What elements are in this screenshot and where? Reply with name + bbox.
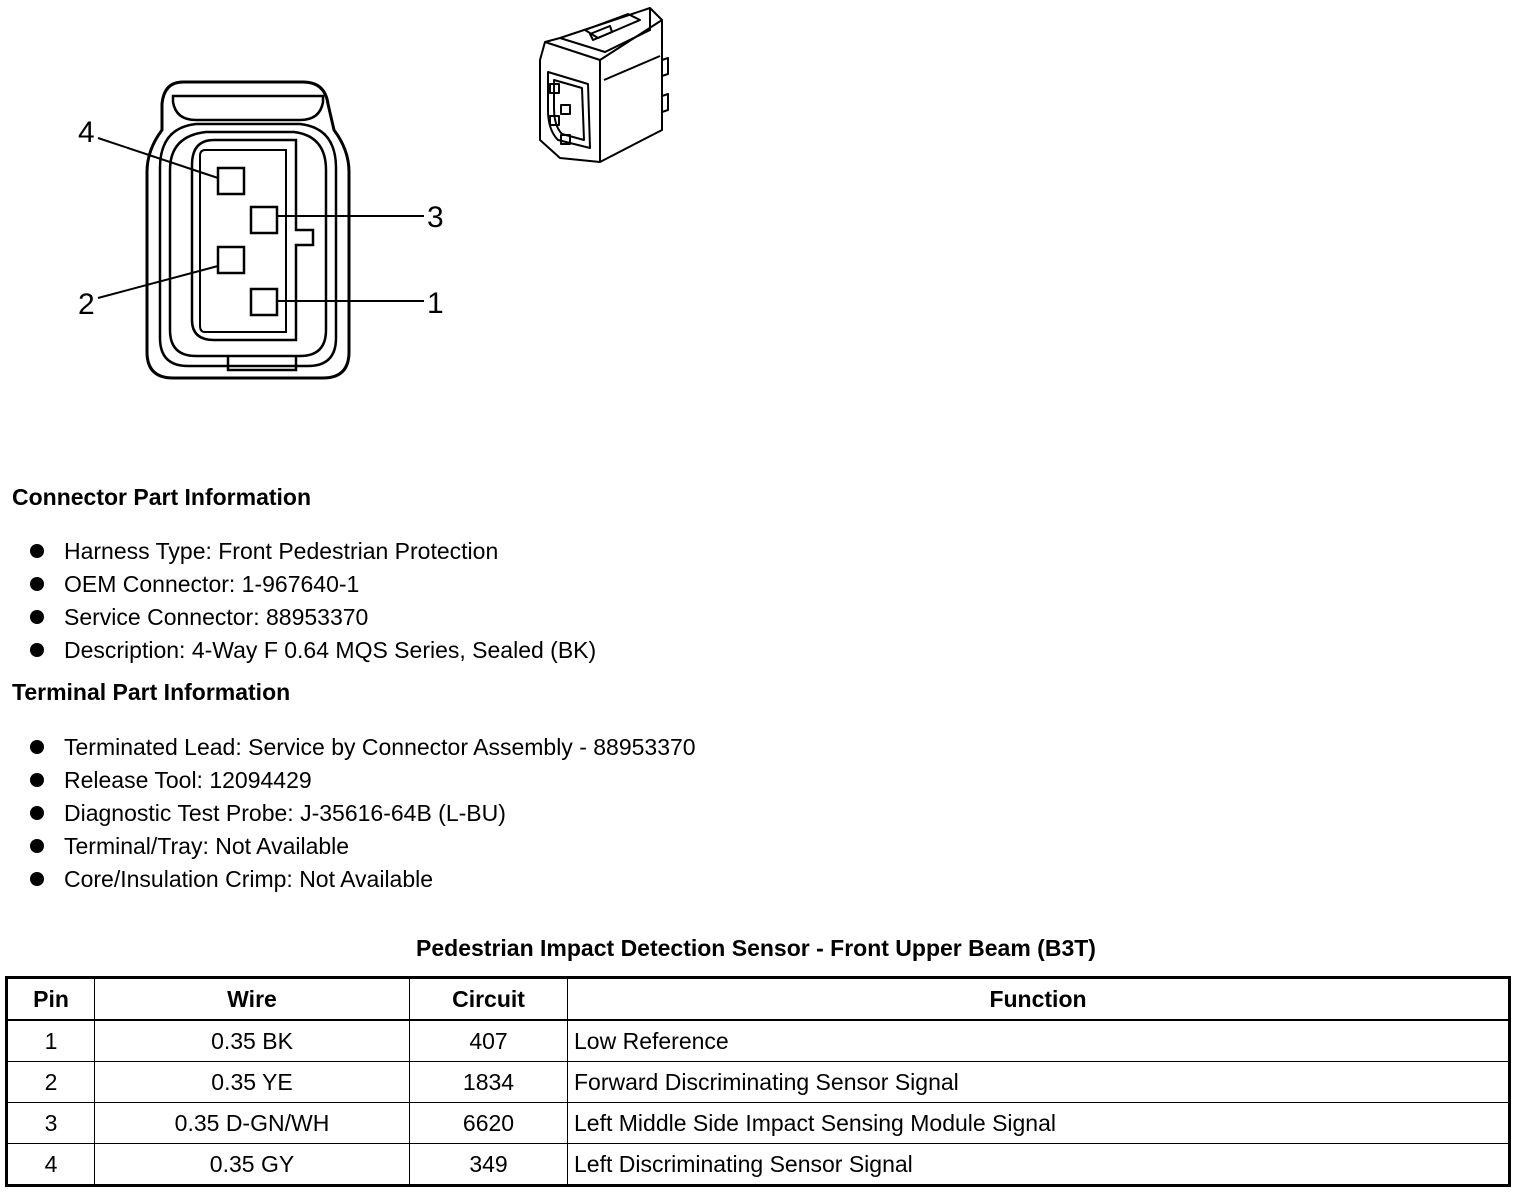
list-item: Harness Type: Front Pedestrian Protectio… (28, 536, 596, 569)
connector-face-diagram: 4 3 2 1 (78, 80, 444, 380)
bullet-icon (30, 643, 44, 657)
list-item: Release Tool: 12094429 (28, 765, 696, 798)
list-item: Core/Insulation Crimp: Not Available (28, 864, 696, 897)
connector-isometric-diagram (539, 7, 669, 163)
cavity-2 (216, 245, 246, 275)
cell-function: Left Discriminating Sensor Signal (567, 1143, 1510, 1186)
bullet-icon (30, 806, 44, 820)
cell-function: Low Reference (567, 1019, 1510, 1062)
header-function: Function (567, 977, 1510, 1021)
bullet-icon (30, 872, 44, 886)
bullet-icon (30, 740, 44, 754)
cell-wire: 0.35 D-GN/WH (94, 1102, 410, 1144)
bullet-icon (30, 773, 44, 787)
bullet-icon (30, 610, 44, 624)
cell-circuit: 6620 (409, 1102, 568, 1144)
cell-circuit: 407 (409, 1019, 568, 1062)
cell-function: Forward Discriminating Sensor Signal (567, 1061, 1510, 1103)
pin-label-3: 3 (427, 201, 444, 234)
header-wire: Wire (94, 977, 410, 1021)
table-header-row: Pin Wire Circuit Function (6, 977, 1510, 1021)
cavity-3 (249, 205, 279, 235)
cell-wire: 0.35 GY (94, 1143, 410, 1186)
connector-part-info-heading: Connector Part Information (12, 484, 312, 510)
connector-part-info-list: Harness Type: Front Pedestrian Protectio… (28, 536, 596, 668)
bullet-icon (30, 544, 44, 558)
pin-label-4: 4 (78, 116, 95, 149)
pin-label-1: 1 (427, 287, 444, 320)
table-row: 2 0.35 YE 1834 Forward Discriminating Se… (6, 1061, 1510, 1103)
terminal-part-info-list: Terminated Lead: Service by Connector As… (28, 732, 696, 897)
terminal-part-info-heading: Terminal Part Information (12, 679, 291, 705)
cell-pin: 3 (6, 1102, 95, 1144)
header-pin: Pin (6, 977, 95, 1021)
header-circuit: Circuit (409, 977, 568, 1021)
list-item: Description: 4-Way F 0.64 MQS Series, Se… (28, 635, 596, 668)
cell-circuit: 1834 (409, 1061, 568, 1103)
cell-pin: 2 (6, 1061, 95, 1103)
list-item: Diagnostic Test Probe: J-35616-64B (L-BU… (28, 798, 696, 831)
table-row: 3 0.35 D-GN/WH 6620 Left Middle Side Imp… (6, 1102, 1510, 1144)
table-row: 1 0.35 BK 407 Low Reference (6, 1019, 1510, 1062)
cavity-1 (249, 287, 279, 317)
cell-wire: 0.35 YE (94, 1061, 410, 1103)
table-row: 4 0.35 GY 349 Left Discriminating Sensor… (6, 1143, 1510, 1186)
cell-wire: 0.35 BK (94, 1019, 410, 1062)
pin-table-title: Pedestrian Impact Detection Sensor - Fro… (416, 935, 1096, 961)
list-item: Service Connector: 88953370 (28, 602, 596, 635)
cell-function: Left Middle Side Impact Sensing Module S… (567, 1102, 1510, 1144)
list-item: Terminal/Tray: Not Available (28, 831, 696, 864)
bullet-icon (30, 839, 44, 853)
pin-label-2: 2 (78, 288, 95, 321)
cavity-4 (216, 166, 246, 196)
list-item: OEM Connector: 1-967640-1 (28, 569, 596, 602)
list-item: Terminated Lead: Service by Connector As… (28, 732, 696, 765)
cell-pin: 1 (6, 1019, 95, 1062)
pin-table: Pin Wire Circuit Function 1 0.35 BK 407 … (5, 976, 1511, 1187)
cell-pin: 4 (6, 1143, 95, 1186)
bullet-icon (30, 577, 44, 591)
cell-circuit: 349 (409, 1143, 568, 1186)
